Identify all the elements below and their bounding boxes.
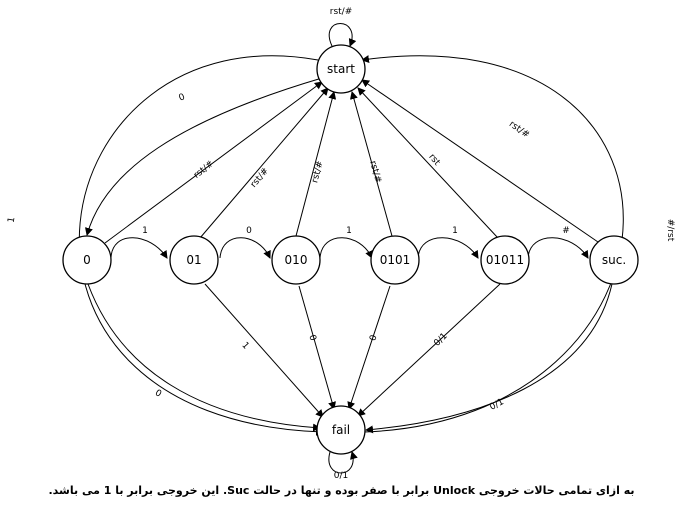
state-0101: [370, 235, 420, 285]
state-01011-label: 01011: [486, 253, 524, 267]
state-start: [316, 44, 366, 94]
label-010-to-start: rst/#: [310, 160, 325, 184]
label-01-to-010: 0: [246, 226, 252, 236]
edge-0101-to-01011: [417, 237, 479, 259]
state-010-label: 010: [285, 253, 308, 267]
state-01011: [480, 235, 530, 285]
state-diagram: start 0 01 010 0101 01011 suc. fail rst/…: [7, 7, 675, 481]
label-0101-to-01011: 1: [452, 226, 458, 236]
edge-01011-to-start: [357, 87, 499, 239]
state-start-label: start: [327, 62, 355, 76]
edge-01-to-fail: [204, 283, 324, 418]
edge-0101-to-start: [350, 91, 393, 237]
edge-suc-to-start-rst: [361, 79, 599, 243]
start-self-loop: [328, 23, 357, 47]
label-suc-loop-to-start: #/rst: [665, 219, 675, 242]
state-01-label: 01: [186, 253, 201, 267]
label-010-to-fail: 0: [306, 334, 317, 343]
fail-self-loop: [328, 451, 358, 474]
label-fail-loop: 0/1: [334, 471, 348, 481]
state-010: [271, 235, 321, 285]
label-0-to-start: rst/#: [192, 159, 216, 181]
label-suc-to-fail: 0/1: [488, 397, 505, 413]
label-start-to-0: 0: [177, 92, 186, 104]
label-0-to-01: 1: [142, 226, 148, 236]
label-0101-to-start: rst/#: [367, 160, 382, 184]
edge-suc-to-fail: [365, 283, 613, 434]
state-suc: [589, 235, 639, 285]
label-suc-to-start: rst/#: [507, 119, 531, 140]
edge-01011-to-suc: [527, 237, 589, 259]
label-01011-to-start: rst: [426, 152, 442, 168]
edge-01011-to-fail: [357, 283, 501, 417]
label-0101-to-fail: 0: [368, 334, 379, 343]
edge-010-to-fail: [298, 285, 336, 410]
state-fail-label: fail: [332, 423, 350, 437]
label-010-to-0101: 1: [346, 226, 352, 236]
label-01011-to-fail: 0/1: [432, 331, 449, 348]
label-01011-to-suc: #: [562, 226, 570, 236]
edge-010-to-0101: [319, 237, 373, 259]
edge-0-to-fail: [87, 283, 321, 432]
diagram-caption: به ازای تمامی حالات خروجی Unlock برابر ب…: [48, 484, 635, 497]
edge-01-to-010: [219, 237, 271, 259]
state-0-label: 0: [83, 253, 91, 267]
edge-010-to-start: [295, 91, 337, 237]
label-start-loop: rst/#: [330, 7, 353, 17]
label-0-to-fail: 0: [153, 388, 163, 400]
state-suc-label: suc.: [602, 253, 626, 267]
state-fail: [316, 405, 366, 455]
state-0101-label: 0101: [380, 253, 411, 267]
label-01-to-start: rst/#: [249, 166, 271, 190]
edge-01-to-start: [199, 87, 329, 239]
label-start-to-fail: 1: [7, 216, 18, 223]
edge-start-to-0: [85, 77, 323, 236]
label-01-to-fail: 1: [239, 341, 250, 352]
edge-start-to-fail: [78, 55, 324, 436]
edge-0-to-start: [104, 81, 323, 244]
state-0: [62, 235, 112, 285]
edge-0101-to-fail: [347, 285, 391, 410]
state-01: [169, 235, 219, 285]
edge-0-to-01: [110, 237, 168, 259]
